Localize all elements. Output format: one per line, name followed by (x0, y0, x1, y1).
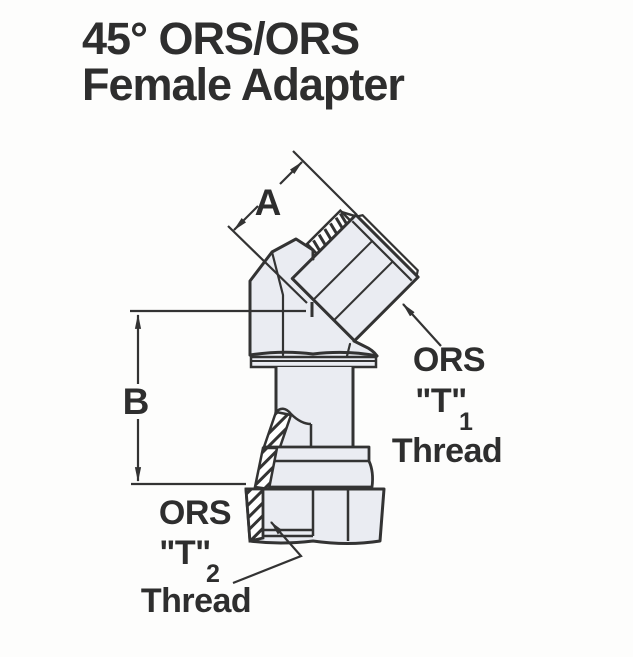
body-fill (250, 239, 377, 357)
port2-thread-subscript: 2 (206, 560, 220, 588)
dim-a-arrow (233, 205, 259, 231)
port1-face-line (351, 220, 413, 282)
bottom-nut (244, 487, 386, 545)
dimension-a (227, 150, 358, 304)
dimension-b (130, 302, 314, 486)
dim-a-extension-line (292, 150, 358, 216)
washer-band (249, 355, 378, 369)
collar (253, 445, 374, 491)
callout-port1: ORS "T" 1 Thread (392, 341, 503, 470)
port1-name-label: ORS (413, 341, 485, 379)
product-title-line1: 45° ORS/ORS (82, 13, 360, 64)
leader-ors-t1 (402, 303, 442, 347)
product-title-line2: Female Adapter (82, 59, 405, 110)
leader-ors-t2 (232, 521, 303, 585)
callout-port2: ORS "T" 2 Thread (141, 494, 252, 620)
port1-nut (290, 213, 420, 343)
port1-thread-subscript: 1 (459, 408, 473, 436)
angled-port (290, 208, 420, 343)
body-outline (248, 237, 379, 358)
port1-thread-symbol: "T" (415, 382, 467, 420)
dimension-b-label: B (123, 381, 150, 422)
body-tube (262, 367, 355, 487)
dim-a-extension-line (227, 225, 308, 304)
port1-facet-line (312, 240, 373, 301)
port2-name-label: ORS (159, 494, 231, 532)
port1-face-plate (357, 214, 419, 276)
port2-thread-word: Thread (141, 582, 251, 620)
thread-section-hatch-nut (244, 487, 265, 543)
fitting-body (250, 239, 377, 357)
dimension-a-label: A (255, 182, 282, 223)
port1-thread-word: Thread (392, 432, 502, 470)
port2-thread-symbol: "T" (159, 534, 211, 572)
product-title: 45° ORS/ORS Female Adapter (82, 13, 405, 110)
port1-facet-line (333, 260, 394, 321)
dim-a-arrow (279, 161, 303, 185)
